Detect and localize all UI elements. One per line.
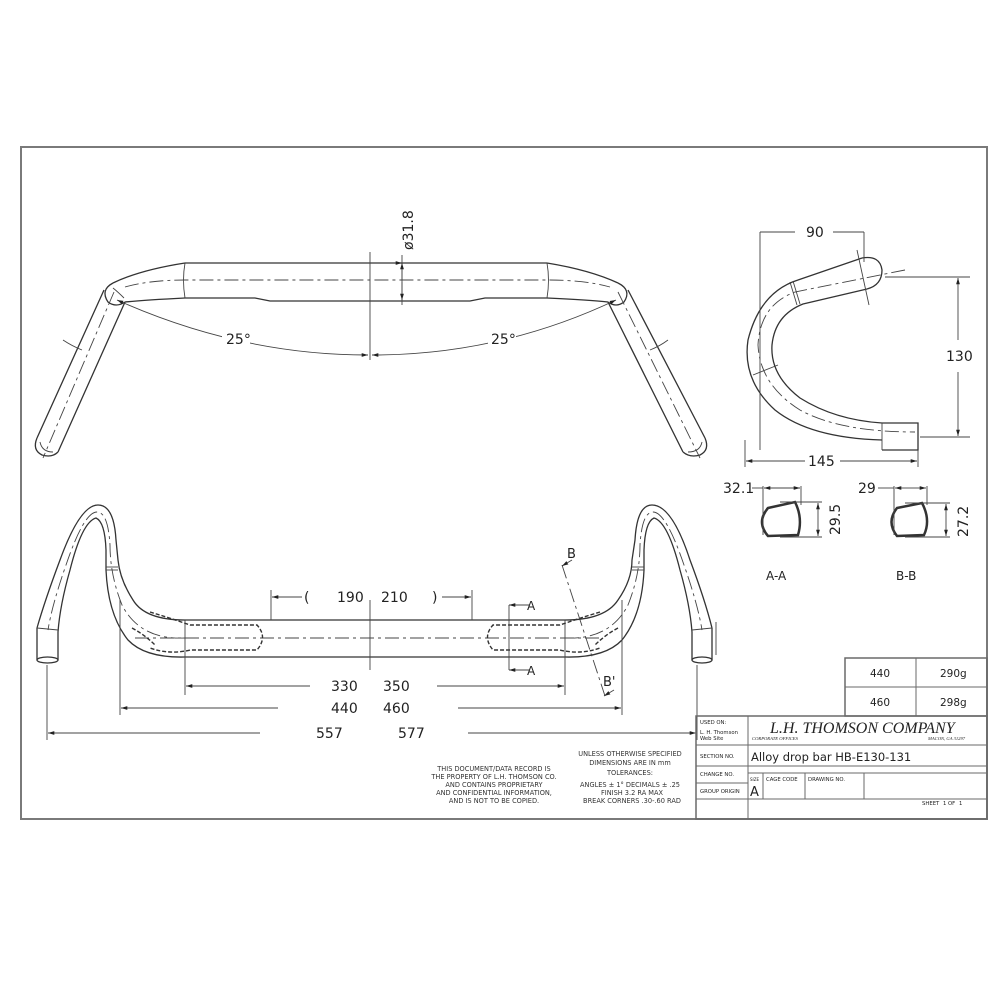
weight-table-weight-2: 298g	[940, 697, 967, 709]
property-line-1: THIS DOCUMENT/DATA RECORD IS	[436, 765, 550, 773]
size-value: A	[750, 785, 759, 800]
tolerance-line-4: ANGLES ± 1° DECIMALS ± .25	[580, 781, 680, 789]
property-line-4: AND CONFIDENTIAL INFORMATION,	[436, 789, 552, 797]
section-b-label: B	[567, 547, 576, 562]
company-name: L.H. THOMSON COMPANY	[769, 720, 957, 737]
front-view: A A B B' ( 190 210 ) 330 350 440 460	[36, 504, 717, 742]
tolerance-line-6: BREAK CORNERS .30-.60 RAD	[583, 797, 681, 805]
section-a-bottom-label: A	[527, 664, 536, 678]
weight-table-weight-1: 290g	[940, 668, 967, 680]
tolerance-line-3: TOLERANCES:	[606, 769, 653, 777]
weight-table-width-1: 440	[870, 668, 890, 680]
center-width-large: 460	[383, 701, 410, 717]
size-label: SIZE	[750, 777, 759, 782]
drop-label: 130	[946, 349, 973, 365]
section-a-height: 29.5	[828, 504, 844, 535]
sheet-num: 1	[943, 801, 946, 807]
property-line-5: AND IS NOT TO BE COPIED.	[449, 797, 539, 805]
outside-width-large: 577	[398, 726, 425, 742]
sheet-total: 1	[959, 801, 962, 807]
side-view: 90 130 145	[744, 225, 973, 470]
tolerance-line-5: FINISH 3.2 RA MAX	[601, 789, 664, 797]
reach-label: 90	[806, 225, 824, 241]
center-width-small: 440	[331, 701, 358, 717]
property-line-2: THE PROPERTY OF L.H. THOMSON CO.	[430, 773, 556, 781]
flat-width-close-paren: )	[432, 590, 437, 606]
tolerance-line-2: DIMENSIONS ARE IN mm	[589, 759, 671, 767]
section-a-label: A-A	[766, 569, 787, 583]
section-a-a: 32.1 29.5 A-A	[723, 481, 844, 583]
top-view: ø31.8 25° 25°	[34, 210, 708, 459]
clamp-diameter-label: ø31.8	[401, 210, 417, 250]
section-b-b: 29 27.2 B-B	[858, 481, 972, 583]
sweep-left-label: 25°	[226, 332, 251, 348]
proprietary-notice: THIS DOCUMENT/DATA RECORD IS THE PROPERT…	[430, 765, 556, 805]
flat-width-small: 190	[337, 590, 364, 606]
used-on-value-2: Web Site	[700, 736, 723, 742]
change-no-label: CHANGE NO.	[700, 772, 734, 778]
section-b-label: B-B	[896, 569, 916, 583]
tolerance-line-1: UNLESS OTHERWISE SPECIFIED	[578, 750, 682, 758]
section-b-prime-label: B'	[603, 675, 616, 690]
flat-width-large: 210	[381, 590, 408, 606]
sheet-label: SHEET	[922, 801, 940, 807]
section-no-label: SECTION NO.	[700, 754, 735, 760]
weight-table: 440 290g 460 298g	[844, 657, 988, 717]
depth-label: 145	[808, 454, 835, 470]
cage-code-label: CAGE CODE	[766, 777, 798, 783]
drawing-no-label: DRAWING NO.	[808, 777, 845, 783]
company-sub-right: MACON, GA 31297	[927, 736, 966, 742]
tolerance-notes: UNLESS OTHERWISE SPECIFIED DIMENSIONS AR…	[578, 750, 682, 805]
used-on-label: USED ON:	[700, 720, 726, 726]
company-sub-left: CORPORATE OFFICES	[752, 736, 799, 741]
of-label: OF	[948, 801, 955, 807]
section-b-height: 27.2	[956, 506, 972, 537]
property-line-3: AND CONTAINS PROPRIETARY	[445, 781, 543, 789]
sweep-right-label: 25°	[491, 332, 516, 348]
section-b-width: 29	[858, 481, 876, 497]
group-origin-label: GROUP ORIGIN	[700, 789, 740, 795]
bend-width-large: 350	[383, 679, 410, 695]
drawing-frame	[20, 146, 988, 820]
weight-table-width-2: 460	[870, 697, 890, 709]
section-a-top-label: A	[527, 599, 536, 613]
bend-width-small: 330	[331, 679, 358, 695]
outside-width-small: 557	[316, 726, 343, 742]
flat-width-open-paren: (	[304, 590, 309, 606]
section-a-width: 32.1	[723, 481, 754, 497]
title-block: USED ON: L. H. Thomson Web Site SECTION …	[695, 715, 988, 820]
drawing-title: Alloy drop bar HB-E130-131	[751, 750, 911, 764]
used-on-value-1: L. H. Thomson	[700, 730, 738, 736]
